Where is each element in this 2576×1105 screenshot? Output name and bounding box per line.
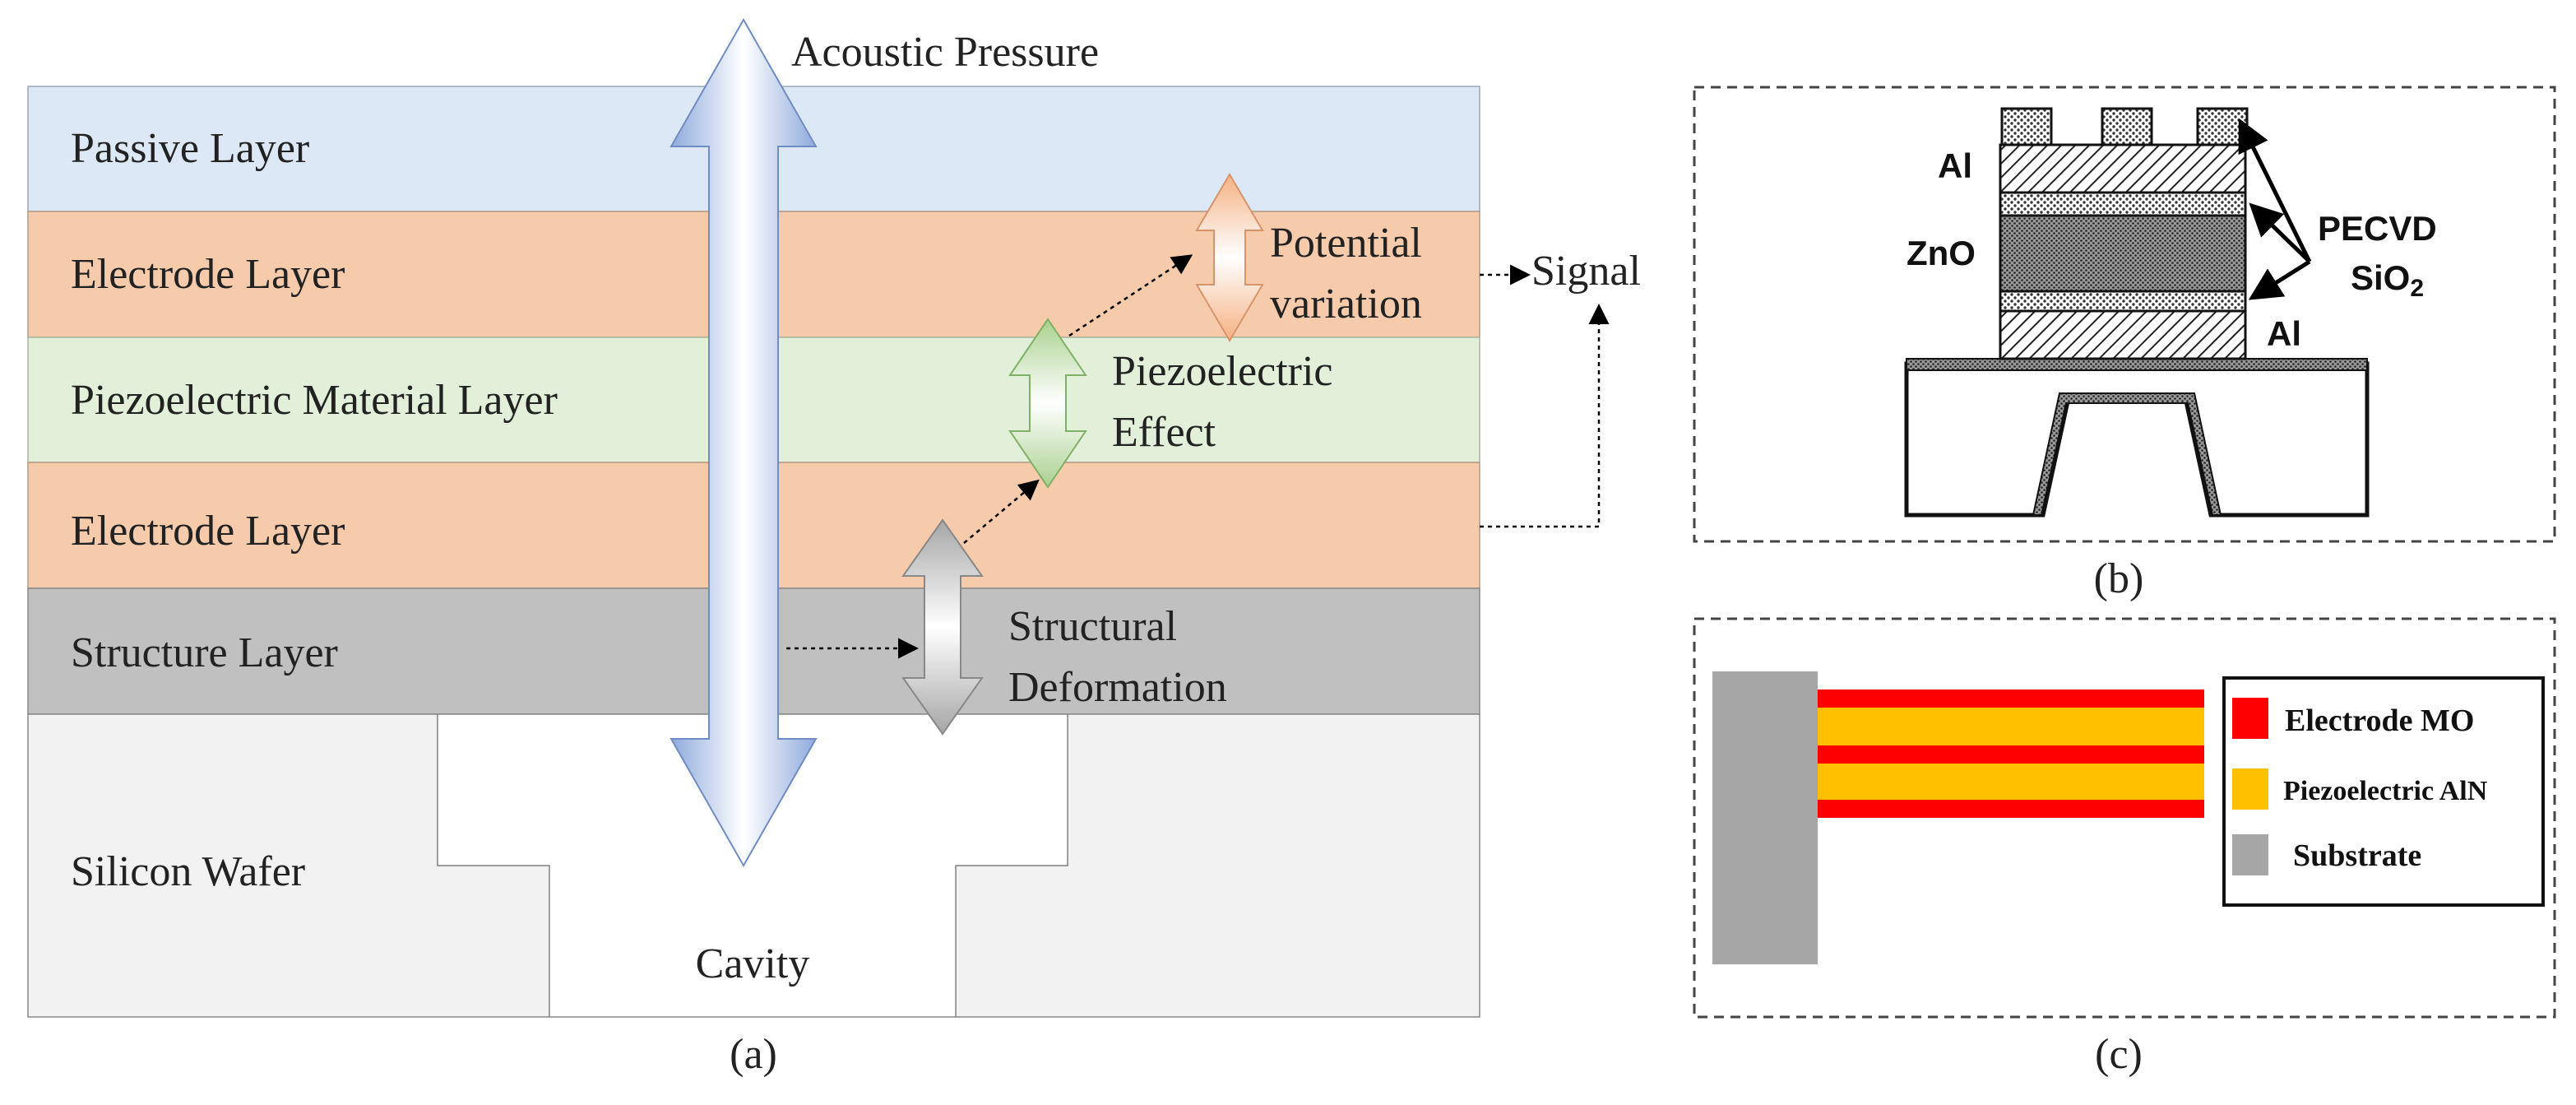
structural-deformation-arrow — [901, 518, 984, 736]
panel-b-sio2-label: SiO2 — [2351, 258, 2424, 302]
piezoelectric-layer-label: Piezoelectric Material Layer — [71, 377, 558, 424]
passive-layer-label: Passive Layer — [71, 125, 309, 172]
panel-b-caption: (b) — [2094, 555, 2144, 602]
legend-swatch-piezo — [2232, 768, 2268, 810]
potential-label-line1: Potential — [1270, 220, 1422, 267]
cavity-label: Cavity — [696, 940, 810, 987]
panel-b-substrate — [1904, 361, 2370, 518]
panel-b-pecvd-label: PECVD — [2318, 209, 2437, 248]
panel-b-top-pad-2 — [2101, 107, 2153, 146]
panel-b-bottom-al-label: Al — [2267, 314, 2301, 353]
panel-b-top-pad-3 — [2196, 107, 2249, 146]
panel-b-sio2-text: SiO — [2351, 258, 2410, 297]
panel-c-piezo-1 — [1818, 708, 2204, 745]
pecvd-pointer-bottom — [2248, 259, 2311, 300]
structural-label-line1: Structural — [1008, 603, 1177, 650]
legend-swatch-substrate — [2232, 834, 2268, 875]
piezo-effect-label-line2: Effect — [1112, 409, 1216, 456]
structural-label-line2: Deformation — [1008, 664, 1227, 711]
bottom-electrode-to-signal-connector — [1480, 304, 1610, 528]
panel-c-caption: (c) — [2095, 1031, 2143, 1078]
panel-a-caption: (a) — [730, 1031, 777, 1078]
acoustic-pressure-arrow — [669, 17, 818, 868]
electrode-layer-bottom-label: Electrode Layer — [71, 508, 345, 555]
silicon-wafer-label: Silicon Wafer — [71, 848, 305, 895]
panel-b-zno-label: ZnO — [1907, 234, 1976, 272]
potential-label-line2: variation — [1270, 281, 1422, 327]
acoustic-pressure-label: Acoustic Pressure — [791, 29, 1099, 76]
panel-b-sio2-lower — [1999, 290, 2247, 313]
panel-c-frame — [1693, 617, 2556, 1019]
panel-b-zno — [1999, 214, 2247, 293]
cavity — [437, 713, 1068, 1018]
panel-b-sio2-subscript: 2 — [2410, 275, 2424, 302]
signal-label: Signal — [1531, 248, 1641, 295]
legend-swatch-electrode — [2232, 698, 2268, 739]
panel-b: Al ZnO Al PECVD SiO2 (b) — [1693, 86, 2556, 602]
panel-c-legend — [2222, 676, 2545, 907]
panel-b-top-pad-1 — [2000, 107, 2053, 146]
piezo-effect-label-line1: Piezoelectric — [1112, 348, 1333, 395]
legend-label-electrode: Electrode MO — [2285, 703, 2474, 738]
panel-c-piezo-2 — [1818, 764, 2204, 800]
electrode-layer-top-label: Electrode Layer — [71, 251, 345, 298]
panel-b-frame — [1693, 86, 2556, 543]
pecvd-pointer-middle — [2249, 202, 2311, 263]
pecvd-pointer-top — [2238, 118, 2312, 263]
panel-a: Passive Layer Electrode Layer Piezoelect… — [27, 17, 1641, 1078]
piezoelectric-effect-arrow — [1008, 318, 1087, 489]
panel-b-sio2-upper — [1999, 191, 2247, 217]
panel-c: Electrode MO Piezoelectric AlN Substrate… — [1693, 617, 2556, 1078]
panel-b-substrate-top-film — [1906, 358, 2368, 371]
panel-c-substrate — [1712, 671, 1818, 964]
panel-b-top-al-label: Al — [1938, 146, 1972, 185]
legend-label-substrate: Substrate — [2293, 838, 2421, 873]
panel-b-top-al — [1999, 143, 2247, 194]
panel-b-bottom-al — [1999, 309, 2247, 360]
legend-label-piezo: Piezoelectric AlN — [2283, 776, 2488, 806]
panel-c-electrode-3 — [1818, 800, 2204, 818]
potential-variation-arrow — [1195, 173, 1264, 342]
panel-c-electrode-2 — [1818, 745, 2204, 764]
panel-c-electrode-1 — [1818, 689, 2204, 708]
structure-layer-label: Structure Layer — [71, 629, 338, 676]
panel-b-membrane-film — [2032, 392, 2222, 516]
